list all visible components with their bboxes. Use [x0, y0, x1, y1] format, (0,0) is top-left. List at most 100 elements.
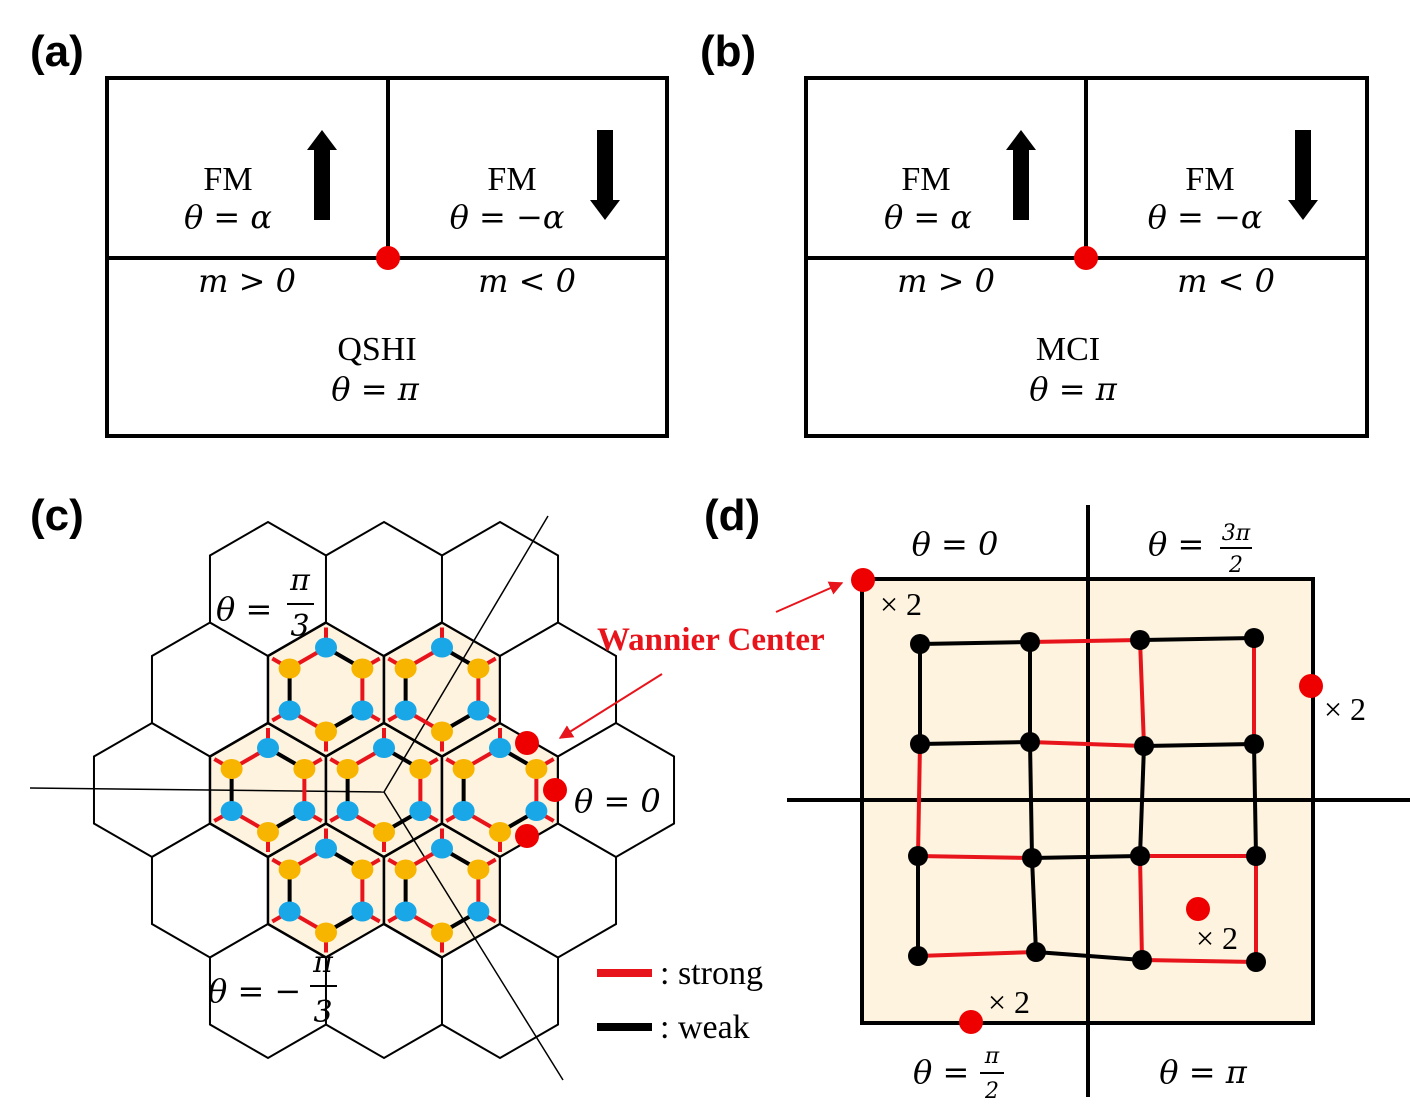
theta-tr-label: θ = 3π 2: [1148, 521, 1252, 578]
lattice-site-blue: [525, 801, 548, 821]
theta-bottom-label: θ = − π 3: [208, 945, 337, 1030]
spin-down-arrow-icon: [590, 130, 620, 220]
theta-bottom-prefix: θ = −: [208, 972, 301, 1010]
panel-a-bottom-phase: QSHI: [337, 331, 416, 368]
wannier-pointer-arrow: [775, 581, 844, 613]
panel-b-bottom-phase: MCI: [1036, 331, 1100, 368]
lattice-site-blue: [394, 901, 417, 922]
panel-a-right-theta: θ = −α: [450, 198, 565, 236]
panel-c-sites: [220, 637, 548, 943]
panel-d-bonds: [916, 636, 1258, 964]
panel-a-left-phase: FM: [203, 161, 252, 198]
panel-a-corner-state: [376, 246, 400, 270]
wannier-pointer-arrow: [558, 673, 663, 739]
weak-bond: [1030, 857, 1038, 953]
lattice-site: [1026, 942, 1046, 962]
lattice-site-blue: [431, 838, 453, 859]
lattice-site-blue: [315, 637, 337, 658]
lattice-site-yellow: [431, 721, 453, 742]
weak-bond: [1035, 950, 1143, 962]
weak-bond: [1028, 741, 1034, 859]
theta-br-label: θ = π: [1159, 1053, 1247, 1091]
weak-bond: [1252, 743, 1258, 857]
panel-a-label: (a): [30, 27, 84, 76]
spin-up-arrow-icon: [1006, 130, 1036, 220]
panel-c-label: (c): [30, 491, 84, 540]
theta-bl-den: 2: [984, 1079, 999, 1104]
weak-bond: [1031, 854, 1141, 860]
lattice-site: [910, 734, 930, 754]
panel-b-label: (b): [700, 27, 756, 76]
panel-b-right-phase: FM: [1185, 161, 1234, 198]
strong-bond: [1138, 855, 1144, 961]
lattice-site-yellow: [278, 658, 301, 679]
lattice-site-yellow: [373, 822, 395, 842]
lattice-site-yellow: [220, 759, 243, 779]
lattice-site-blue: [278, 901, 301, 922]
lattice-site-blue: [336, 801, 359, 821]
theta-tr-prefix: θ =: [1148, 525, 1204, 563]
panel-a-left-mass: m > 0: [198, 262, 296, 300]
lattice-site-blue: [220, 801, 243, 821]
theta-top-prefix: θ =: [216, 590, 272, 628]
strong-bond: [917, 854, 1033, 860]
lattice-site-blue: [409, 801, 432, 821]
panel-a-left-theta: θ = α: [184, 198, 272, 236]
lattice-site-yellow: [489, 822, 511, 842]
spin-down-arrow-icon: [1288, 130, 1318, 220]
lattice-site-blue: [351, 901, 374, 922]
lattice-site: [1244, 628, 1264, 648]
wannier-center-dot: [515, 824, 539, 848]
wannier-center-label: Wannier Center: [597, 622, 825, 658]
panel-b-right-theta: θ = −α: [1148, 198, 1263, 236]
strong-bond: [1029, 740, 1145, 748]
theta-tr-den: 2: [1228, 553, 1243, 578]
wannier-center-dot: [1186, 897, 1210, 921]
theta-bottom-den: 3: [313, 995, 332, 1030]
lattice-site-yellow: [394, 658, 417, 679]
panel-a-right-phase: FM: [487, 161, 536, 198]
panel-b-left-phase: FM: [901, 161, 950, 198]
lattice-site: [1020, 632, 1040, 652]
theta-top-num: π: [289, 563, 311, 598]
panel-d-wannier-centers: [851, 568, 1323, 1034]
panel-c-sector-lines: [29, 515, 564, 1081]
legend-weak-label: : weak: [660, 1009, 750, 1046]
panel-c-wannier-centers: [515, 731, 567, 848]
wannier-center-dot: [515, 731, 539, 755]
lattice-site: [1130, 846, 1150, 866]
strong-bond: [1141, 958, 1257, 964]
legend: : strong : weak: [597, 955, 763, 1046]
theta-tl-label: θ = 0: [912, 525, 999, 563]
panel-d-sites: [908, 628, 1266, 972]
wannier-center-dot: [543, 778, 567, 802]
lattice-site-yellow: [351, 658, 374, 679]
panel-d: (d) × 2 × 2 × 2 × 2 θ = 0 θ = 3π 2 θ = π…: [704, 491, 1410, 1104]
panel-b-left-mass: m > 0: [897, 262, 995, 300]
panel-b: (b) FM θ = α FM θ = −α m > 0 m < 0 MCI θ…: [700, 27, 1369, 438]
panel-d-label: (d): [704, 491, 760, 540]
lattice-site-yellow: [257, 822, 279, 842]
strong-bond: [1029, 638, 1141, 644]
lattice-site: [1132, 950, 1152, 970]
weak-bond: [1139, 636, 1255, 642]
panel-a-bottom-theta: θ = π: [331, 370, 419, 408]
lattice-site: [1022, 848, 1042, 868]
lattice-site-blue: [315, 838, 337, 859]
lattice-site-yellow: [409, 759, 432, 779]
lattice-site: [908, 946, 928, 966]
multiplicity-label: × 2: [880, 586, 922, 622]
theta-right-label: θ = 0: [574, 782, 661, 820]
lattice-site-yellow: [525, 759, 548, 779]
theta-bl-prefix: θ =: [913, 1053, 969, 1091]
lattice-site-blue: [373, 738, 395, 758]
legend-strong-label: : strong: [660, 955, 763, 992]
sector-boundary-line: [29, 787, 385, 793]
lattice-site-blue: [489, 738, 511, 758]
lattice-site-yellow: [315, 922, 337, 943]
lattice-site-blue: [431, 637, 453, 658]
outer-hexagon: [556, 721, 676, 859]
lattice-site-yellow: [315, 721, 337, 742]
multiplicity-label: × 2: [1324, 691, 1366, 727]
sector-boundary-line: [383, 791, 564, 1081]
